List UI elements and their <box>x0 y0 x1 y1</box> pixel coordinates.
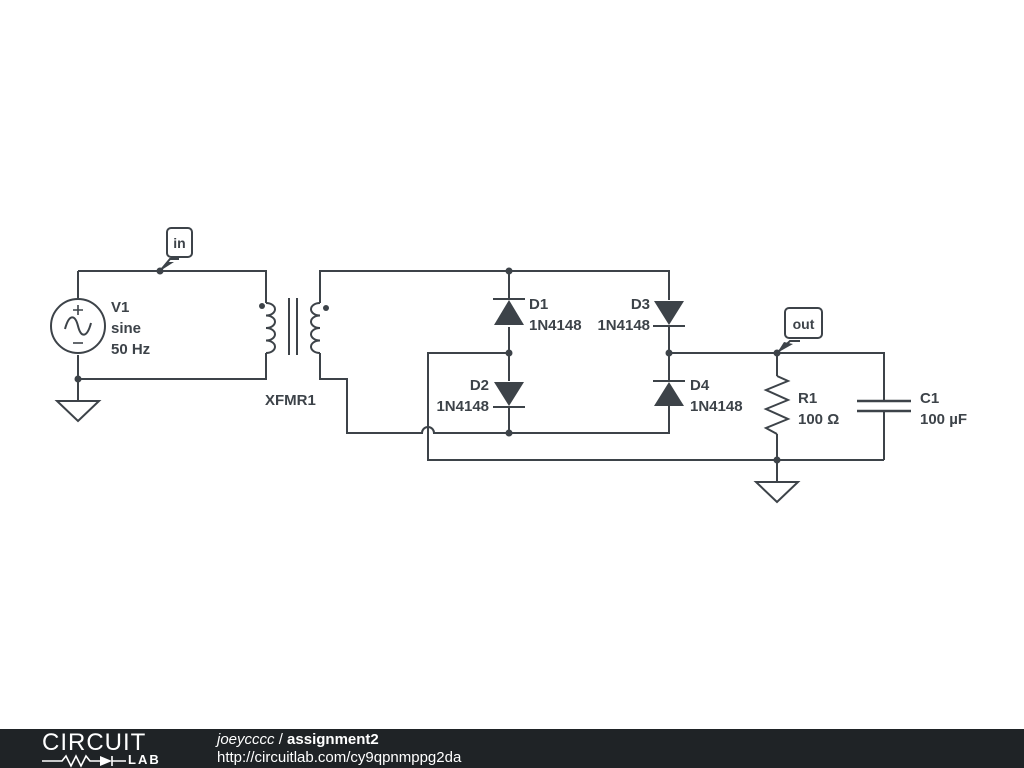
c1-value: 100 µF <box>920 411 967 428</box>
junction-dots <box>74 267 781 464</box>
credit-separator: / <box>274 731 288 748</box>
r1-name: R1 <box>798 390 817 407</box>
v1-name: V1 <box>111 299 129 316</box>
d2-name: D2 <box>470 377 489 394</box>
logo-text-bottom: LAB <box>128 752 161 767</box>
ground-symbol-left <box>54 400 102 423</box>
d3-part: 1N4148 <box>597 317 650 334</box>
net-label-in[interactable]: in <box>159 227 193 272</box>
c1-capacitor-symbol[interactable] <box>857 399 911 413</box>
xfmr1-transformer-symbol[interactable] <box>259 298 329 355</box>
credit-line: joeycccc / assignment2 <box>217 731 379 749</box>
d4-part: 1N4148 <box>690 398 743 415</box>
d1-name: D1 <box>529 296 548 313</box>
circuit-title-link[interactable]: assignment2 <box>287 731 379 748</box>
wires <box>77 270 885 482</box>
net-label-out[interactable]: out <box>776 307 823 354</box>
footer-bar: CIRCUIT LAB joeycccc / assignment2 http:… <box>0 729 1024 768</box>
ground-symbol-right <box>753 481 801 504</box>
d4-name: D4 <box>690 377 710 394</box>
d4-diode-symbol[interactable] <box>653 380 685 406</box>
c1-name: C1 <box>920 390 939 407</box>
author-link[interactable]: joeycccc <box>217 731 275 748</box>
circuit-url-link[interactable]: http://circuitlab.com/cy9qpnmppg2da <box>217 749 462 766</box>
schematic-canvas: V1 sine 50 Hz in out XFMR1 D1 1N4148 <box>50 227 967 504</box>
r1-resistor-symbol[interactable] <box>763 375 791 435</box>
r1-value: 100 Ω <box>798 411 839 428</box>
d1-diode-symbol[interactable] <box>493 298 525 325</box>
d1-part: 1N4148 <box>529 317 582 334</box>
net-label-in-text: in <box>173 235 185 251</box>
circuitlab-logo[interactable]: CIRCUIT LAB <box>40 729 180 768</box>
logo-resistor-diode-icon <box>42 754 126 768</box>
net-label-out-text: out <box>793 316 815 332</box>
d3-name: D3 <box>631 296 650 313</box>
logo-text-top: CIRCUIT <box>42 729 147 756</box>
v1-frequency: 50 Hz <box>111 341 150 358</box>
d2-part: 1N4148 <box>436 398 489 415</box>
v1-source-symbol[interactable] <box>50 298 106 354</box>
d2-diode-symbol[interactable] <box>493 382 525 408</box>
v1-type: sine <box>111 320 141 337</box>
d3-diode-symbol[interactable] <box>653 301 685 327</box>
xfmr1-name: XFMR1 <box>265 392 316 409</box>
